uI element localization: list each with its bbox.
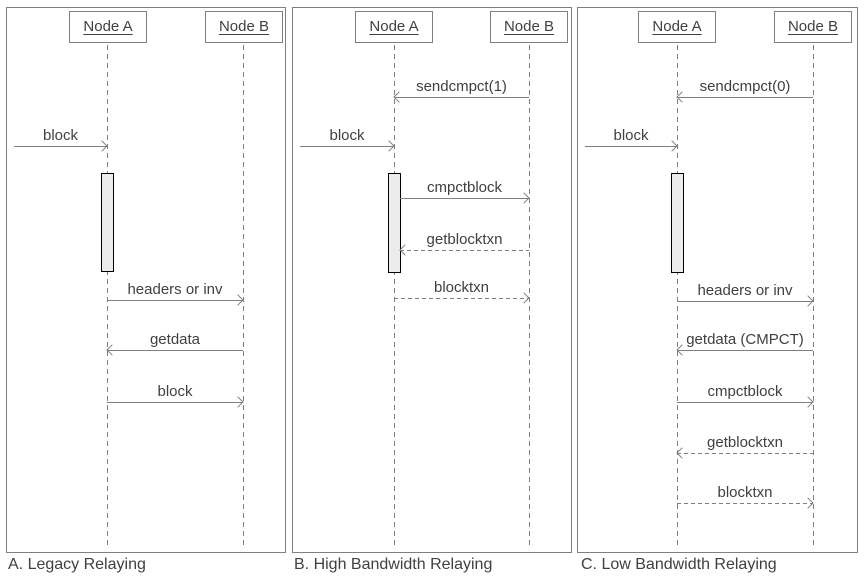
message-label: cmpctblock xyxy=(707,383,783,400)
message-label: sendcmpct(0) xyxy=(699,78,791,95)
lifeline-node-a xyxy=(394,45,395,545)
arrow-line xyxy=(677,453,813,454)
arrow-line xyxy=(107,350,243,351)
message-block: block xyxy=(107,383,243,403)
panel-low-bandwidth-relaying xyxy=(577,7,858,553)
node-b-label: Node B xyxy=(218,18,270,35)
message-label: cmpctblock xyxy=(426,179,503,196)
activation-bar-node-a xyxy=(101,173,114,272)
message-sendcmpct-1: sendcmpct(1) xyxy=(394,78,529,98)
message-block-incoming: block xyxy=(300,127,394,147)
node-a-label: Node A xyxy=(652,18,702,35)
message-headers-or-inv: headers or inv xyxy=(107,281,243,301)
node-b-box: Node B xyxy=(774,11,852,43)
arrow-line xyxy=(677,301,813,302)
message-label: block xyxy=(613,127,649,144)
panel-high-bandwidth-relaying xyxy=(292,7,572,553)
arrow-line xyxy=(400,198,529,199)
node-b-box: Node B xyxy=(490,11,568,43)
message-getdata: getdata xyxy=(107,331,243,351)
arrow-line xyxy=(677,350,813,351)
message-label: blocktxn xyxy=(717,484,773,501)
message-label: getblocktxn xyxy=(426,231,503,248)
node-a-box: Node A xyxy=(638,11,716,43)
arrow-line xyxy=(300,146,394,147)
message-label: headers or inv xyxy=(127,281,223,298)
panel-caption-c: C. Low Bandwidth Relaying xyxy=(581,556,777,573)
arrow-line xyxy=(107,300,243,301)
message-blocktxn: blocktxn xyxy=(677,484,813,504)
lifeline-node-b xyxy=(529,45,530,545)
message-label: headers or inv xyxy=(697,282,793,299)
node-a-box: Node A xyxy=(355,11,433,43)
arrow-line xyxy=(107,402,243,403)
activation-bar-node-a xyxy=(388,173,401,273)
message-label: getblocktxn xyxy=(707,434,783,451)
node-a-box: Node A xyxy=(69,11,147,43)
message-label: blocktxn xyxy=(433,279,490,296)
arrow-line xyxy=(400,250,529,251)
message-getblocktxn: getblocktxn xyxy=(677,434,813,454)
message-label: block xyxy=(42,127,79,144)
message-label: getdata xyxy=(149,331,201,348)
message-block-incoming: block xyxy=(14,127,107,147)
arrow-line xyxy=(394,97,529,98)
lifeline-node-b xyxy=(243,45,244,545)
message-getblocktxn: getblocktxn xyxy=(400,231,529,251)
activation-bar-node-a xyxy=(671,173,684,273)
node-b-box: Node B xyxy=(205,11,283,43)
message-label: sendcmpct(1) xyxy=(416,78,507,95)
lifeline-node-b xyxy=(813,45,814,545)
arrow-line xyxy=(394,298,529,299)
message-label: getdata (CMPCT) xyxy=(686,331,804,348)
arrow-line xyxy=(14,146,107,147)
node-a-label: Node A xyxy=(83,18,133,35)
message-headers-or-inv: headers or inv xyxy=(677,282,813,302)
arrow-line xyxy=(677,503,813,504)
panel-legacy-relaying xyxy=(6,7,286,553)
message-sendcmpct-0: sendcmpct(0) xyxy=(677,78,813,98)
panel-caption-b: B. High Bandwidth Relaying xyxy=(294,556,493,573)
message-cmpctblock: cmpctblock xyxy=(677,383,813,403)
message-block-incoming: block xyxy=(585,127,677,147)
message-cmpctblock: cmpctblock xyxy=(400,179,529,199)
message-label: block xyxy=(157,383,193,400)
node-b-label: Node B xyxy=(503,18,555,35)
lifeline-node-a xyxy=(677,45,678,545)
lifeline-node-a xyxy=(107,45,108,545)
node-b-label: Node B xyxy=(787,18,839,35)
arrow-line xyxy=(677,402,813,403)
message-getdata-cmpct: getdata (CMPCT) xyxy=(677,331,813,351)
node-a-label: Node A xyxy=(369,18,419,35)
panel-caption-a: A. Legacy Relaying xyxy=(8,556,146,573)
arrow-line xyxy=(585,146,677,147)
message-label: block xyxy=(329,127,365,144)
message-blocktxn: blocktxn xyxy=(394,279,529,299)
arrow-line xyxy=(677,97,813,98)
